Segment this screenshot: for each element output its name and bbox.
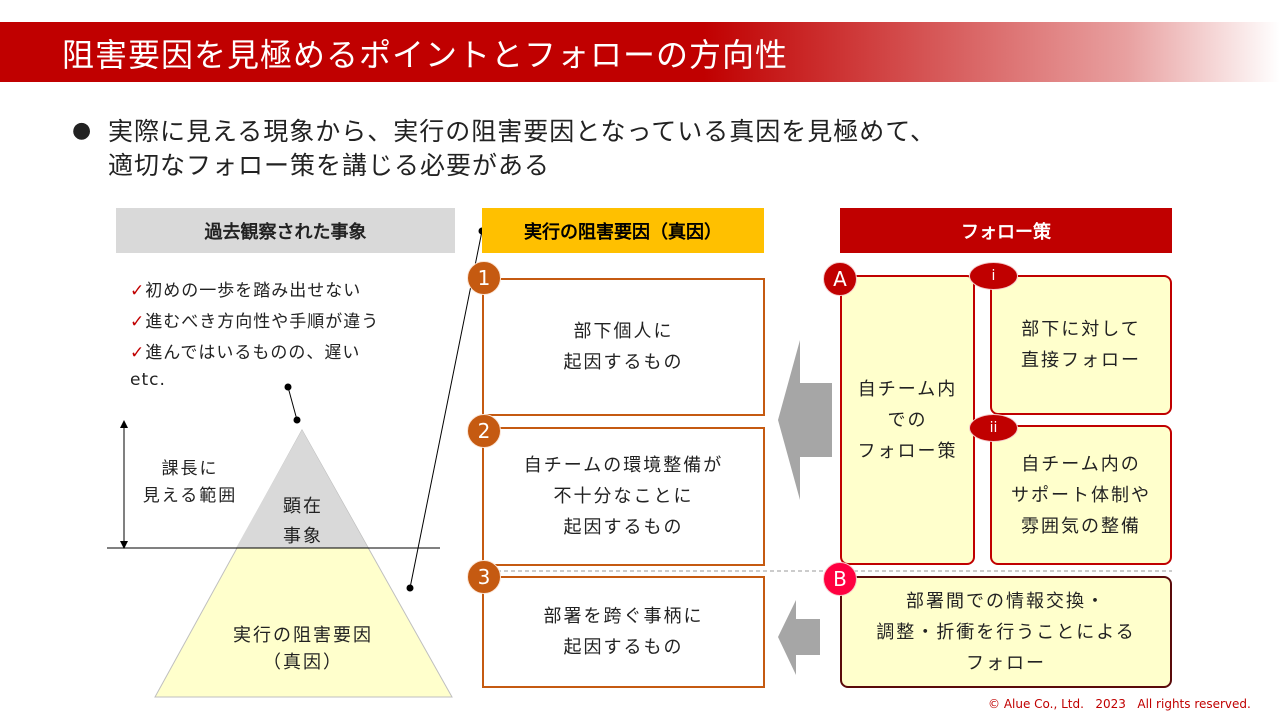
follow-a-box: 自チーム内 での フォロー策 — [840, 275, 975, 565]
follow-b-box: 部署間での情報交換・ 調整・折衝を行うことによる フォロー — [840, 576, 1172, 688]
bullet-icon: ● — [72, 118, 92, 143]
iceberg-tip — [236, 430, 368, 548]
badge-a: A — [823, 262, 857, 296]
cause-box-3: 部署を跨ぐ事柄に 起因するもの — [482, 576, 765, 688]
badge-ii: ii — [969, 414, 1018, 442]
check-text: 初めの一歩を踏み出せない — [145, 281, 362, 301]
true-cause-header: 実行の阻害要因（真因） — [482, 208, 764, 253]
cause-box-1: 部下個人に 起因するもの — [482, 278, 765, 416]
check-item: ✓進むべき方向性や手順が違う — [130, 307, 379, 332]
iceberg-pyramid — [154, 428, 453, 698]
true-cause-label: 実行の阻害要因 （真因） — [233, 625, 373, 673]
range-label: 課長に 見える範囲 — [142, 459, 238, 506]
left-arrow-icon — [778, 600, 820, 675]
check-item: ✓初めの一歩を踏み出せない — [130, 276, 361, 301]
check-text: 進むべき方向性や手順が違う — [145, 312, 380, 332]
lead-line-1: 実際に見える現象から、実行の阻害要因となっている真因を見極めて、 — [108, 117, 937, 146]
connector-line — [409, 230, 483, 589]
etc-text: etc. — [130, 370, 166, 390]
lead-line-2: 適切なフォロー策を講じる必要がある — [108, 151, 551, 180]
connector-line — [287, 386, 298, 421]
check-icon: ✓ — [130, 281, 146, 301]
slide-title: 阻害要因を見極めるポイントとフォローの方向性 — [62, 36, 789, 74]
visible-events-label: 顕在 事象 — [283, 496, 323, 547]
left-arrow-icon — [778, 340, 832, 500]
number-badge-2: 2 — [467, 414, 501, 448]
follow-up-header: フォロー策 — [840, 208, 1172, 253]
check-item: ✓進んではいるものの、遅い — [130, 338, 360, 363]
cause-box-2: 自チームの環境整備が 不十分なことに 起因するもの — [482, 427, 765, 566]
badge-i: i — [969, 262, 1018, 290]
badge-b: B — [823, 562, 857, 596]
follow-i-box: 部下に対して 直接フォロー — [990, 275, 1172, 415]
number-badge-3: 3 — [467, 560, 501, 594]
observed-events-header: 過去観察された事象 — [116, 208, 455, 253]
number-badge-1: 1 — [467, 261, 501, 295]
follow-ii-box: 自チーム内の サポート体制や 雰囲気の整備 — [990, 425, 1172, 565]
title-bar — [0, 22, 1280, 82]
check-icon: ✓ — [130, 343, 146, 363]
check-icon: ✓ — [130, 312, 146, 332]
check-text: 進んではいるものの、遅い — [145, 343, 361, 363]
copyright: © Alue Co., Ltd. 2023 All rights reserve… — [988, 697, 1251, 711]
